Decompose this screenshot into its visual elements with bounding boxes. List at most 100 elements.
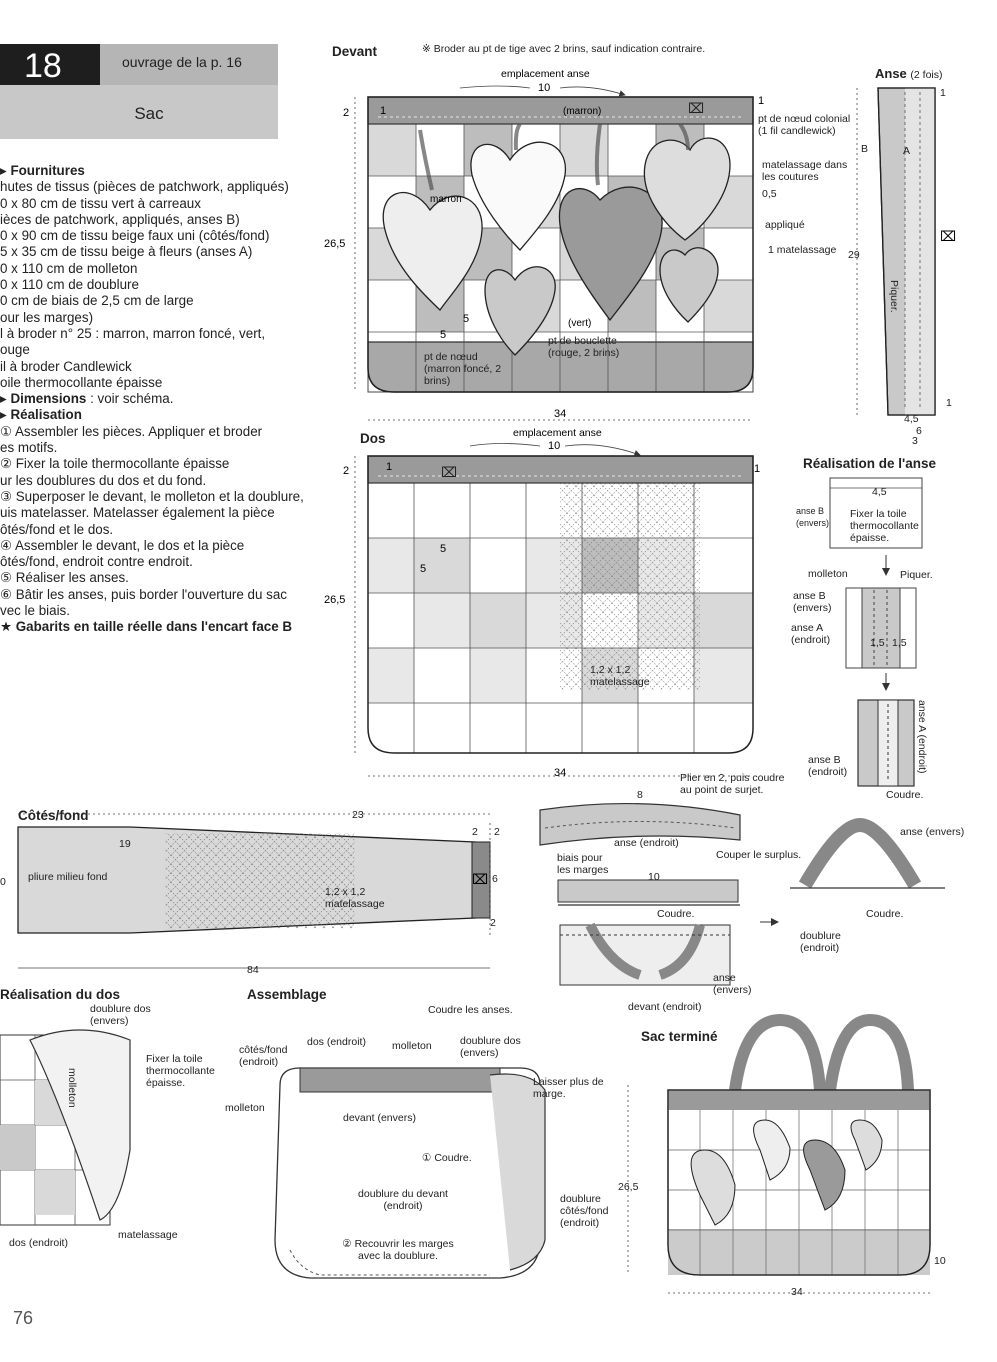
ra-anse-a: anse A (endroit) xyxy=(791,622,831,646)
materials-heading: Fournitures xyxy=(10,163,85,178)
dos-dim-1a: 1 xyxy=(386,461,392,473)
materials-item: our les marges) xyxy=(0,309,94,325)
cotes-title: Côtés/fond xyxy=(18,808,89,823)
step-text: Superposer le devant, le molleton et la … xyxy=(15,488,304,504)
devant-dim-34: 34 xyxy=(554,408,566,420)
dos-dim-2: 2 xyxy=(343,465,349,477)
ra-anse-b-envers: anse B (envers) xyxy=(796,506,830,528)
step-text: Bâtir les anses, puis border l'ouverture… xyxy=(15,586,287,602)
as-coudre: Coudre. xyxy=(657,908,695,920)
materials-item: l à broder n° 25 : marron, marron foncé,… xyxy=(0,325,266,341)
as-couper: Couper le surplus. xyxy=(716,849,802,861)
rd-matelassage: matelassage xyxy=(118,1229,178,1241)
materials-item: ouge xyxy=(0,342,30,358)
cotes-dim-2b: 2 xyxy=(494,826,500,838)
devant-matelassage-coutures: matelassage dans les coutures xyxy=(762,159,848,183)
ra-anse-b: anse B (envers) xyxy=(793,590,832,614)
svg-text:⌧: ⌧ xyxy=(688,100,704,116)
step-text: ôtés/fond et le dos. xyxy=(0,521,114,537)
devant-dim-1a: 1 xyxy=(380,105,386,117)
templates-note: Gabarits en taille réelle dans l'encart … xyxy=(15,619,293,635)
asm-recouvrir: ② Recouvrir les marges avec la doublure. xyxy=(342,1238,454,1262)
ra-coudre: Coudre. xyxy=(886,789,924,801)
as-plier: Plier en 2, puis coudre au point de surj… xyxy=(680,772,785,796)
dos-dim-5b: 5 xyxy=(420,563,426,575)
cotes-pliure: pliure milieu fond xyxy=(28,871,108,883)
dos-matelassage: 1,2 x 1,2 matelassage xyxy=(590,664,650,688)
svg-text:⌧: ⌧ xyxy=(940,228,956,244)
assemblage-title: Assemblage xyxy=(247,987,327,1002)
cotes-dim-10: 0 xyxy=(0,876,6,888)
devant-applique: appliqué xyxy=(765,219,805,231)
anse-title: Anse xyxy=(875,66,907,81)
cotes-dim-19: 19 xyxy=(119,838,131,850)
realisation-dos-panel xyxy=(0,1029,131,1226)
anse-count: (2 fois) xyxy=(910,69,943,81)
anse-panel: ⌧ xyxy=(856,87,956,416)
devant-matelassage-1: 1 matelassage xyxy=(768,244,837,256)
materials-item: 0 x 110 cm de doublure xyxy=(0,277,139,293)
step-text: es motifs. xyxy=(0,440,58,456)
page-reference: ouvrage de la p. 16 xyxy=(100,44,278,85)
materials-item: 5 x 35 cm de tissu beige à fleurs (anses… xyxy=(0,244,253,260)
as-anse-envers2: anse (envers) xyxy=(713,972,752,996)
rd-dos-endroit: dos (endroit) xyxy=(9,1237,68,1249)
step-text: Réaliser les anses. xyxy=(15,570,129,586)
as-coudre-anses: Coudre les anses. xyxy=(428,1004,513,1016)
devant-dim-5b: 5 xyxy=(463,313,469,325)
anse-dim-1a: 1 xyxy=(940,87,946,99)
asm-laisser: Laisser plus de marge. xyxy=(533,1076,604,1100)
anse-dim-6: 6 xyxy=(916,425,922,437)
step-text: Fixer la toile thermocollante épaisse xyxy=(15,456,230,472)
materials-item: oile thermocollante épaisse xyxy=(0,374,163,390)
ra-dim-45: 4,5 xyxy=(872,486,887,498)
st-dim-265: 26,5 xyxy=(618,1181,639,1193)
devant-noeud-marron: pt de nœud (marron foncé, 2 brins) xyxy=(424,351,502,387)
materials-item: 0 cm de biais de 2,5 cm de large xyxy=(0,293,194,309)
finished-bag xyxy=(627,1013,931,1294)
devant-marron-left: marron xyxy=(430,194,462,205)
cotes-dim-23: 23 xyxy=(352,809,364,821)
materials-list: ▸ Fournitures hutes de tissus (pièces de… xyxy=(0,163,320,636)
realisation-anse-title: Réalisation de l'anse xyxy=(803,456,937,471)
anse-piquer: Piquer. xyxy=(888,280,900,313)
dimensions-label: Dimensions xyxy=(10,391,87,407)
asm-doublure-devant: doublure du devant (endroit) xyxy=(358,1188,448,1212)
asm-cotes-fond: côtés/fond (endroit) xyxy=(239,1044,288,1068)
applique-hearts xyxy=(382,137,731,356)
anse-label-a: A xyxy=(903,145,911,157)
step-text: Assembler le devant, le dos et la pièce xyxy=(15,537,245,553)
step-text: uis matelasser. Matelasser également la … xyxy=(0,505,275,521)
devant-dim-5a: 5 xyxy=(440,329,446,341)
step-text: Assembler les pièces. Appliquer et brode… xyxy=(15,423,263,439)
dos-dim-5a: 5 xyxy=(440,543,446,555)
realisation-anse-panel xyxy=(829,477,923,787)
anse-dim-3: 3 xyxy=(912,435,918,447)
ra-piquer: Piquer. xyxy=(900,569,933,581)
materials-item: hutes de tissus (pièces de patchwork, ap… xyxy=(0,179,289,195)
ra-anse-b-endroit: anse B (endroit) xyxy=(808,754,848,778)
svg-text:⌧: ⌧ xyxy=(472,871,488,887)
dimensions-value: : voir schéma. xyxy=(86,391,174,407)
as-anse-envers: anse (envers) xyxy=(900,826,965,838)
anse-steps-panel xyxy=(539,803,945,986)
asm-dos-endroit: dos (endroit) xyxy=(307,1036,366,1048)
rd-molleton: molleton xyxy=(66,1068,78,1108)
ra-fixer: Fixer la toile thermocollante épaisse. xyxy=(850,508,919,544)
as-dim-10: 10 xyxy=(648,871,660,883)
cotes-dim-6: 6 xyxy=(492,873,498,885)
devant-title: Devant xyxy=(332,44,378,59)
anse-dim-45: 4,5 xyxy=(904,413,919,425)
ra-dim-15a: 1,5 xyxy=(870,637,885,649)
sac-termine-title: Sac terminé xyxy=(641,1029,718,1044)
ra-anse-a-endroit: anse A (endroit) xyxy=(916,700,928,774)
step-text: vec le biais. xyxy=(0,603,70,619)
materials-item: ièces de patchwork, appliqués, anses B) xyxy=(0,211,240,227)
anse-label-b: B xyxy=(861,143,869,155)
project-title: Sac xyxy=(0,85,278,139)
dos-panel: ⌧ emplacement anse 10 2 1 1 5 5 26,5 34 xyxy=(324,427,760,779)
realisation-dos-title: Réalisation du dos xyxy=(0,987,121,1002)
anse-dim-29: 29 xyxy=(848,249,860,261)
cotes-dim-2a: 2 xyxy=(472,826,478,838)
